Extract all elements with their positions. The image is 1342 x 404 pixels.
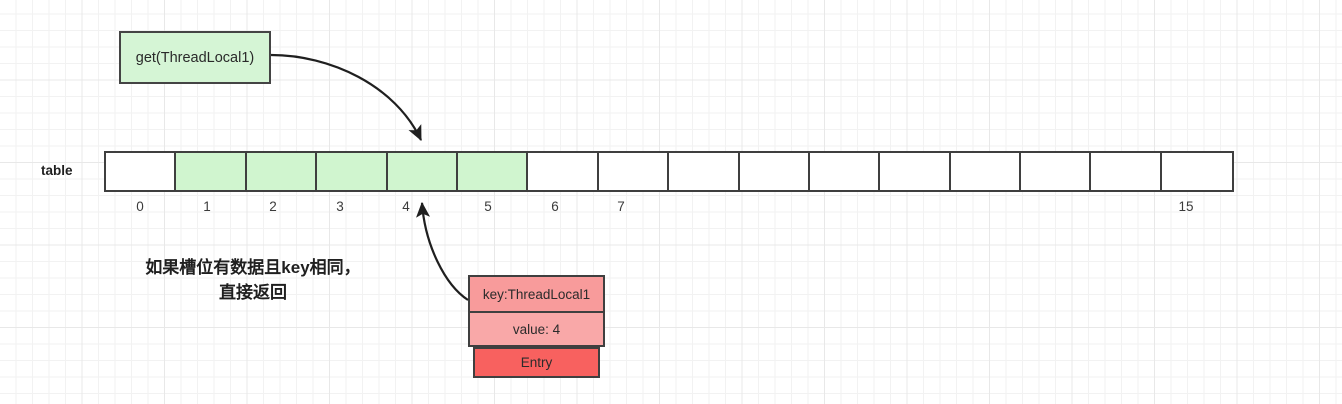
get-call-box: get(ThreadLocal1)	[119, 31, 271, 84]
table-cell-6	[528, 153, 599, 190]
table-index-0: 0	[136, 199, 144, 214]
entry-value-cell: value: 4	[468, 311, 605, 347]
table-label: table	[41, 163, 73, 178]
table-index-7: 7	[617, 199, 625, 214]
table-cell-2	[246, 153, 318, 190]
table-row	[104, 151, 1235, 192]
table-cell-1	[176, 153, 247, 190]
table-cell-8	[669, 153, 740, 190]
table-cell-9	[739, 153, 810, 190]
entry-title-box: Entry	[473, 347, 600, 378]
table-cell-14	[1091, 153, 1162, 190]
table-index-15: 15	[1178, 199, 1194, 214]
entry-key-cell: key:ThreadLocal1	[468, 275, 605, 311]
table-index-3: 3	[336, 199, 344, 214]
table-cell-11	[880, 153, 951, 190]
table-cell-5	[457, 153, 529, 190]
get-call-label: get(ThreadLocal1)	[135, 49, 255, 66]
table-index-1: 1	[203, 199, 211, 214]
table-cell-7	[598, 153, 670, 190]
table-cell-10	[809, 153, 881, 190]
table-cell-3	[317, 153, 388, 190]
table-index-4: 4	[402, 199, 410, 214]
table-index-6: 6	[551, 199, 559, 214]
annotation-note-line2: 直接返回	[219, 282, 287, 302]
annotation-note-line1: 如果槽位有数据且key相同，	[145, 258, 361, 277]
table-cell-15	[1161, 153, 1233, 190]
table-cell-4	[387, 153, 458, 190]
table-cell-0	[106, 153, 177, 190]
annotation-note: 如果槽位有数据且key相同， 直接返回	[118, 256, 388, 305]
table-cell-13	[1021, 153, 1092, 190]
table-index-2: 2	[269, 199, 277, 214]
table-index-5: 5	[484, 199, 492, 214]
entry-group: key:ThreadLocal1 value: 4 Entry	[468, 275, 605, 378]
table-cell-12	[950, 153, 1022, 190]
